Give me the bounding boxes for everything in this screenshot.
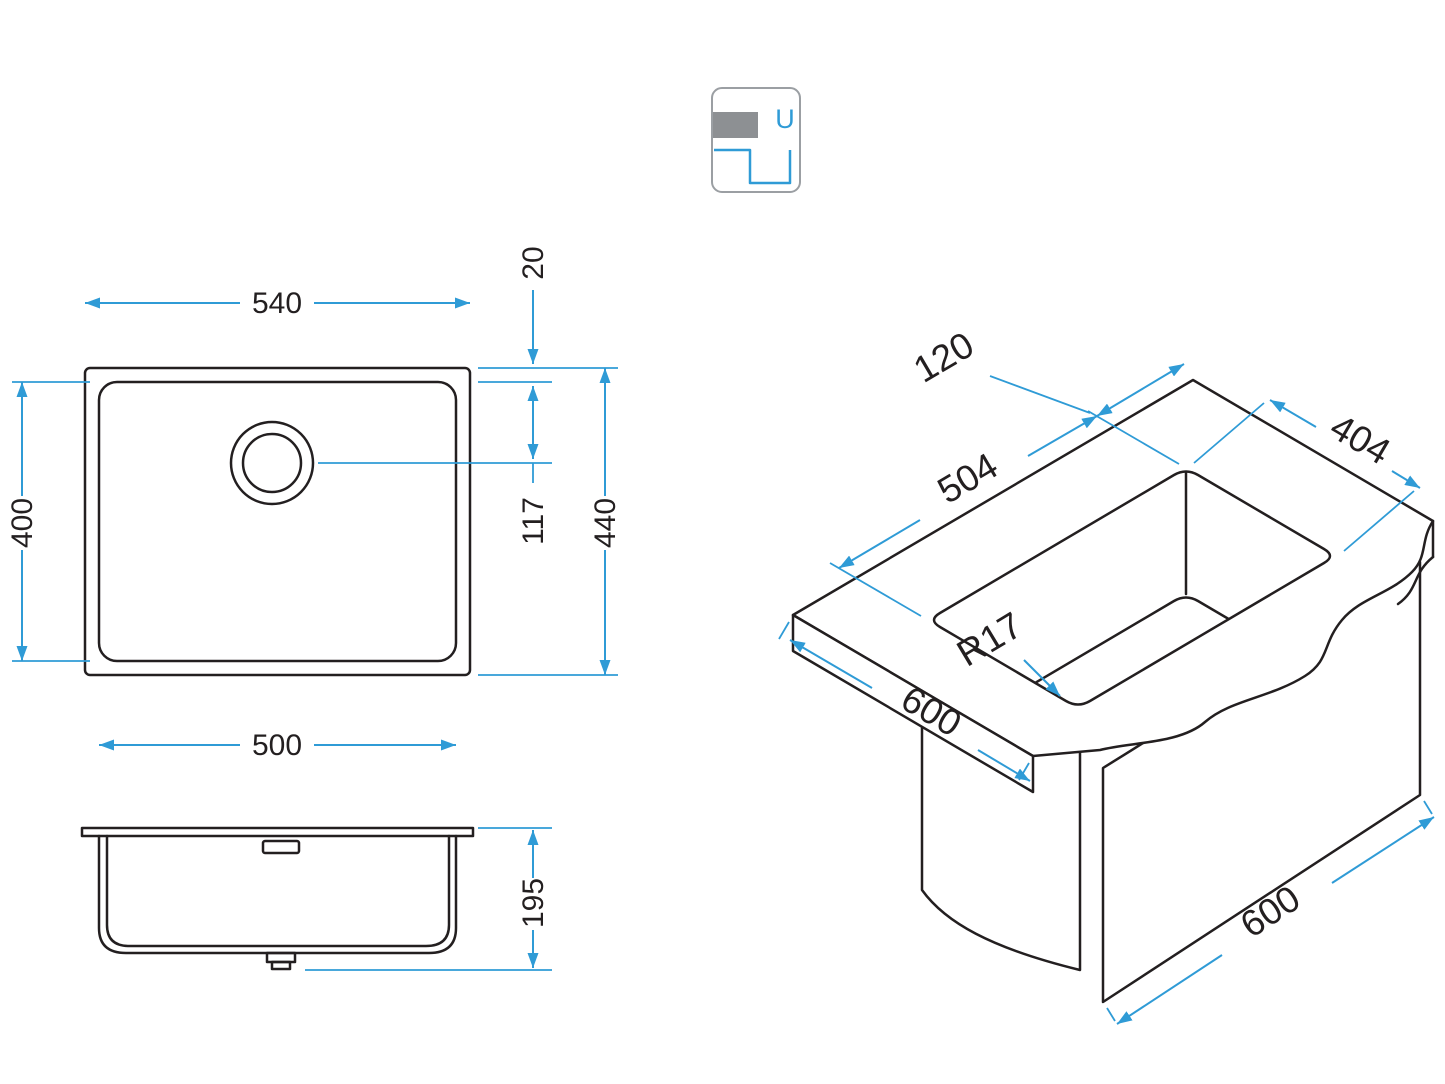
icon-counter-block [713, 112, 758, 138]
ext-line [1087, 410, 1180, 465]
drain-inner-circle [241, 432, 303, 494]
dim-line [1269, 399, 1317, 428]
ext-line [829, 562, 922, 617]
dim-inner-height-label: 400 [6, 498, 39, 548]
dim-line [1027, 415, 1098, 457]
dim-inner-width: 500 [99, 729, 456, 762]
dim-inner-height: 400 [6, 382, 39, 661]
dim-line [1096, 363, 1185, 417]
dim-edge-offset-label: 120 [907, 324, 981, 391]
ext-line [1106, 1007, 1116, 1022]
dim-line [1331, 816, 1435, 884]
dim-line [1116, 954, 1223, 1025]
dim-line [1391, 470, 1421, 489]
worktop-tear-right [1396, 555, 1435, 606]
dim-line [838, 519, 921, 569]
top-view: 540 20 117 400 440 500 [6, 246, 622, 762]
drain-outlet-upper [265, 951, 297, 964]
icon-undermount-profile [714, 148, 792, 185]
dim-drain-offset: 117 [517, 386, 550, 545]
dim-inner-width-label: 500 [252, 729, 302, 762]
dim-line [977, 749, 1031, 782]
dim-bowl-depth-label: 195 [517, 878, 550, 928]
ext-line [1193, 402, 1265, 464]
bowl-inner-wall [105, 834, 451, 948]
leader-line [1023, 659, 1061, 697]
dim-outer-width-label: 540 [252, 287, 302, 320]
icon-label: U [775, 104, 795, 134]
dim-bowl-depth: 195 [517, 830, 550, 968]
front-view: 195 [80, 826, 552, 971]
dim-drain-offset-label: 117 [517, 497, 550, 545]
drain-outlet-lower [270, 960, 292, 971]
ext-line [1343, 490, 1415, 552]
dim-rim-width: 20 [517, 246, 550, 364]
leader-line [989, 375, 1091, 414]
dim-outer-width: 540 [85, 287, 470, 320]
sink-flange [80, 826, 475, 838]
worktop-front-face [791, 613, 1035, 794]
dim-outer-height-label: 440 [589, 498, 622, 548]
sink-opening [932, 470, 1332, 706]
dim-edge-offset: 120 [907, 324, 1185, 417]
dim-rim-width-label: 20 [517, 246, 550, 279]
ext-line [778, 621, 790, 640]
dim-line [789, 639, 873, 689]
drain-outer-circle [229, 420, 315, 506]
install-type-icon: U [711, 87, 801, 193]
iso-view: R17 504 120 404 [778, 324, 1435, 1025]
overflow-opening [261, 839, 301, 855]
dim-outer-height: 440 [589, 368, 622, 675]
sink-inner-rect [97, 380, 458, 663]
sink-outer-rect [83, 366, 472, 677]
ext-line [1423, 800, 1433, 815]
